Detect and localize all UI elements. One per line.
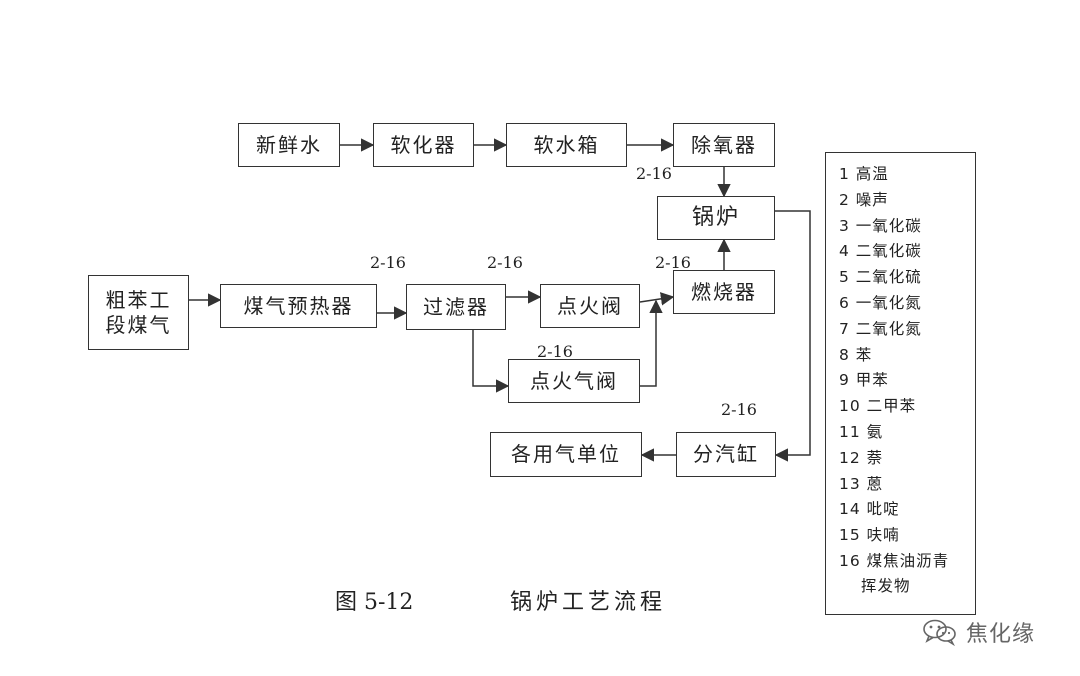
node-boiler: 锅炉	[657, 196, 775, 240]
hazard-label-deaerator: 2-16	[636, 164, 672, 183]
node-gas-users: 各用气单位	[490, 432, 642, 477]
legend-item: 7 二氧化氮	[839, 319, 922, 338]
hazard-label-ignition-gas-valve: 2-16	[537, 342, 573, 361]
hazard-legend: 1 高温 2 噪声 3 一氧化碳 4 二氧化碳 5 二氧化硫 6 一氧化氮 7 …	[825, 152, 976, 615]
arrow-boiler-to-steam-header	[774, 210, 811, 462]
hazard-label-ignition-valve: 2-16	[655, 253, 691, 272]
node-deaerator: 除氧器	[673, 123, 775, 167]
legend-item: 2 噪声	[839, 190, 889, 209]
node-filter: 过滤器	[406, 284, 506, 330]
crude-benzene-gas-line-2: 段煤气	[105, 312, 172, 337]
node-fresh-water: 新鲜水	[238, 123, 340, 167]
hazard-label-gas-preheater: 2-16	[370, 253, 406, 272]
node-ignition-gas-valve: 点火气阀	[508, 359, 640, 403]
node-gas-preheater: 煤气预热器	[220, 284, 377, 328]
legend-item: 15 呋喃	[839, 526, 900, 545]
node-softener: 软化器	[373, 123, 474, 167]
legend-item: 5 二氧化硫	[839, 268, 922, 287]
arrow-ignition-valve-to-burner	[639, 292, 675, 306]
node-ignition-valve: 点火阀	[540, 284, 640, 328]
legend-item-continuation: 挥发物	[861, 576, 911, 595]
node-steam-header: 分汽缸	[676, 432, 776, 477]
legend-item: 9 甲苯	[839, 371, 889, 390]
legend-item: 6 一氧化氮	[839, 293, 922, 312]
arrow-filter-to-ignition-gas-valve	[472, 330, 510, 393]
legend-item: 11 氨	[839, 422, 884, 441]
wechat-icon	[923, 619, 956, 647]
figure-number: 图 5-12	[335, 590, 414, 615]
legend-item: 16 煤焦油沥青	[839, 551, 950, 570]
figure-title: 锅炉工艺流程	[510, 590, 667, 615]
hazard-label-steam-header: 2-16	[721, 400, 757, 419]
legend-item: 14 吡啶	[839, 500, 900, 519]
hazard-label-filter: 2-16	[487, 253, 523, 272]
legend-item: 13 蒽	[839, 474, 884, 493]
node-soft-water-tank: 软水箱	[506, 123, 627, 167]
legend-item: 4 二氧化碳	[839, 242, 922, 261]
node-crude-benzene-gas: 粗苯工 段煤气	[88, 275, 189, 350]
legend-item: 10 二甲苯	[839, 397, 917, 416]
legend-item: 12 萘	[839, 448, 884, 467]
node-burner: 燃烧器	[673, 270, 775, 314]
watermark-text: 焦化缘	[966, 622, 1036, 647]
legend-item: 3 一氧化碳	[839, 216, 922, 235]
legend-item: 8 苯	[839, 345, 873, 364]
crude-benzene-gas-line-1: 粗苯工	[105, 287, 172, 312]
watermark: 焦化缘	[920, 616, 1035, 648]
arrow-ignition-gas-valve-to-burner	[640, 299, 663, 387]
legend-item: 1 高温	[839, 165, 889, 183]
